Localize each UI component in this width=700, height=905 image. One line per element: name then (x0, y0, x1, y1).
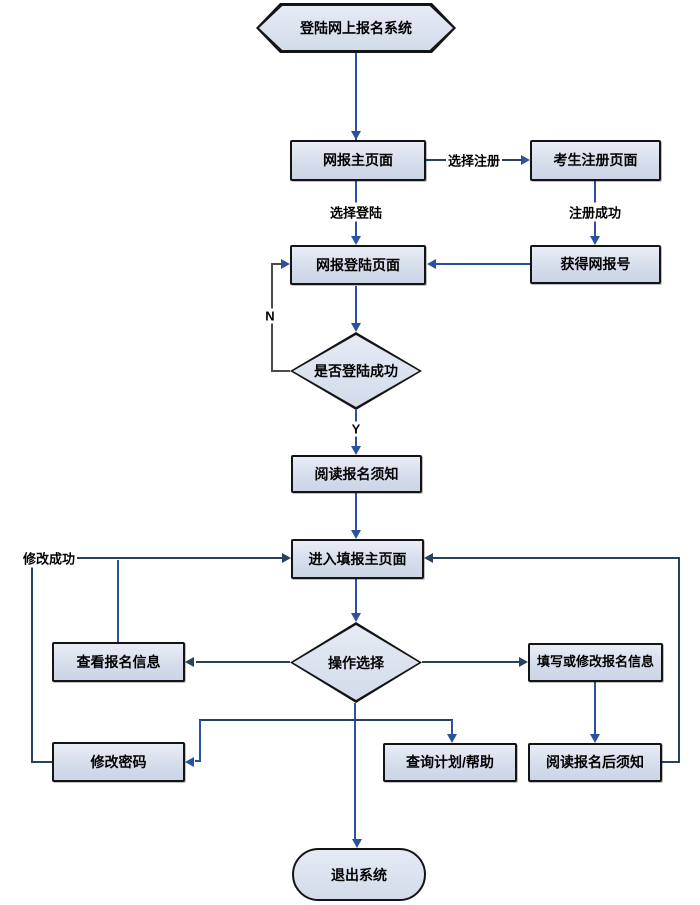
node-operation-select-decision: 操作选择 (290, 622, 422, 703)
connector-fillmodify-readafter (594, 682, 596, 735)
node-query-help: 查询计划/帮助 (383, 743, 517, 782)
node-change-password: 修改密码 (52, 742, 185, 782)
connector-readafter-loop-horizontal (432, 557, 680, 559)
connector-start-webmain (355, 52, 357, 140)
node-view-info: 查看报名信息 (52, 642, 185, 682)
node-label-read-notice: 阅读报名须知 (314, 465, 399, 482)
node-label-view-info: 查看报名信息 (76, 653, 161, 670)
arrow-into-readafter (590, 734, 600, 743)
connector-weblogin-decision (355, 286, 357, 330)
node-label-fill-modify: 填写或修改报名信息 (536, 654, 654, 670)
node-label-web-main: 网报主页面 (323, 152, 393, 169)
arrow-into-fillmodify (519, 657, 528, 667)
connector-branch-changepwd-horizontal (195, 760, 201, 762)
connector-modify-loop-vertical (31, 558, 33, 763)
connector-modify-loop-horizontal (31, 557, 283, 559)
node-label-op-select: 操作选择 (328, 654, 384, 671)
arrow-into-queryhelp (447, 734, 457, 743)
node-label-fill-main: 进入填报主页面 (308, 550, 407, 567)
connector-branch-queryhelp (451, 720, 453, 734)
arrow-into-weblogin-right (427, 259, 436, 269)
node-login-success-decision: 是否登陆成功 (290, 332, 422, 410)
connector-viewinfo-up (117, 560, 119, 642)
node-fill-main-page: 进入填报主页面 (291, 539, 424, 579)
hexagon-fill (259, 6, 453, 50)
arrow-into-logindecision (351, 323, 361, 332)
arrow-into-changepwd (185, 757, 194, 767)
connector-fillmain-opselect (355, 579, 357, 620)
edge-label-select-login: 选择登陆 (327, 202, 385, 222)
arrow-into-fillmain-right (424, 553, 433, 563)
node-exit-terminator: 退出系统 (292, 848, 426, 901)
arrow-into-webmain (351, 131, 361, 140)
node-read-after-notice: 阅读报名后须知 (528, 743, 662, 782)
node-label-candidate-register: 考生注册页面 (553, 152, 638, 169)
node-label-get-id: 获得网报号 (560, 256, 631, 273)
node-label-exit: 退出系统 (331, 866, 387, 883)
arrow-into-register (521, 155, 530, 165)
node-label-start: 登陆网上报名系统 (300, 20, 412, 36)
connector-getid-weblogin (434, 263, 530, 265)
node-web-main-page: 网报主页面 (290, 140, 426, 181)
node-candidate-register-page: 考生注册页面 (530, 140, 661, 181)
node-label-read-after: 阅读报名后须知 (546, 754, 644, 771)
edge-label-modify-success: 修改成功 (20, 548, 78, 568)
connector-modify-loop-bottom (31, 761, 52, 763)
node-web-login-page: 网报登陆页面 (290, 245, 426, 285)
arrow-into-weblogin-top (351, 236, 361, 245)
arrow-into-fillmain-left (282, 553, 291, 563)
connector-opselect-viewinfo (196, 661, 290, 663)
arrow-into-readnotice (351, 446, 361, 455)
edge-label-no: N (263, 308, 277, 324)
arrow-into-opselect (351, 613, 361, 622)
node-label-query-help: 查询计划/帮助 (406, 754, 494, 771)
connector-readafter-loop-vertical (678, 558, 680, 763)
connector-bottom-branch (199, 719, 453, 721)
node-get-web-id: 获得网报号 (530, 245, 661, 284)
edge-label-select-register: 选择注册 (445, 150, 503, 170)
connector-opselect-fillmodify (422, 661, 520, 663)
node-label-login-ok: 是否登陆成功 (314, 363, 398, 379)
connector-no-loop-top (271, 263, 282, 265)
node-label-change-pwd: 修改密码 (90, 753, 147, 770)
arrow-into-getid (590, 236, 600, 245)
arrow-into-exit (352, 839, 362, 848)
connector-no-loop-bottom (271, 370, 290, 372)
connector-branch-changepwd-vertical (199, 720, 201, 761)
edge-label-yes: Y (349, 421, 363, 437)
connector-readnotice-fillmain (355, 493, 357, 537)
node-fill-modify-info: 填写或修改报名信息 (528, 643, 663, 682)
connector-readafter-loop-bottom (662, 761, 680, 763)
node-label-web-login: 网报登陆页面 (316, 256, 400, 273)
arrow-into-fillmain-top (351, 530, 361, 539)
arrow-into-viewinfo (185, 657, 194, 667)
arrow-into-weblogin-left (281, 259, 290, 269)
connector-opselect-exit (354, 703, 356, 840)
edge-label-register-success: 注册成功 (566, 202, 624, 222)
node-read-notice: 阅读报名须知 (291, 455, 422, 493)
node-start-terminator: 登陆网上报名系统 (256, 3, 456, 53)
